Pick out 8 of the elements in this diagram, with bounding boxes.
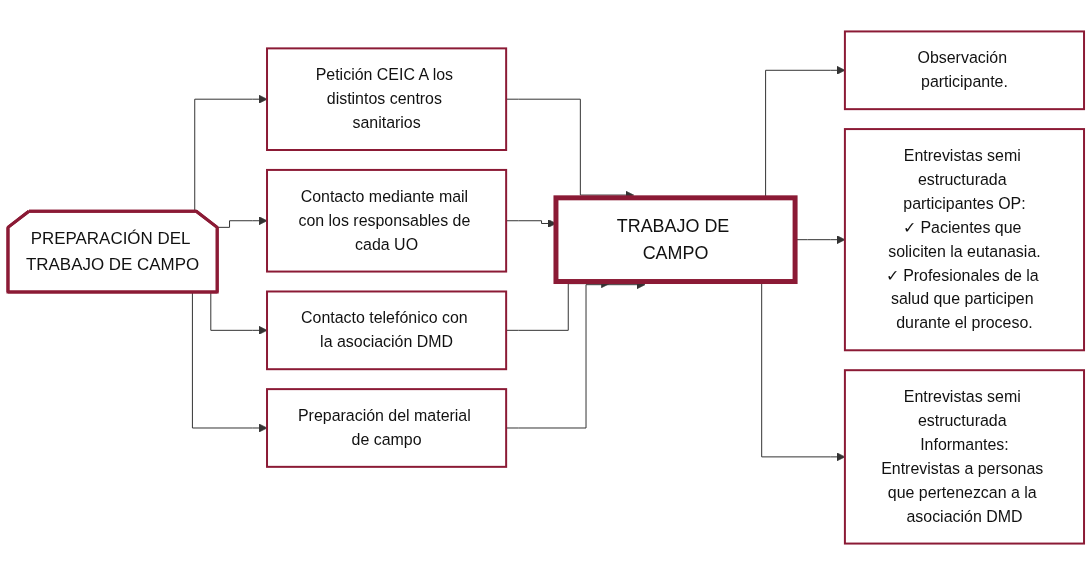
node-box: Entrevistas semi estructurada participantes OP: ✓ Pacientes que soliciten la eutanasia. ✓ Profesionales de la salud que participen durante el proceso.	[843, 128, 1086, 352]
node-box: TRABAJO DE CAMPO	[553, 195, 798, 284]
node-box: Observación participante.	[843, 30, 1086, 111]
node-box: Contacto telefónico con la asociación DMD	[266, 290, 508, 371]
node-box: Contacto mediante mail con los responsables de cada UO	[266, 168, 508, 273]
node-box: Preparación del material de campo	[266, 388, 508, 468]
node-box: Petición CEIC A los distintos centros sanitarios	[266, 47, 508, 151]
node-box: Entrevistas semi estructurada Informantes: Entrevistas a personas que pertenezcan a la asociación DMD	[843, 369, 1086, 545]
